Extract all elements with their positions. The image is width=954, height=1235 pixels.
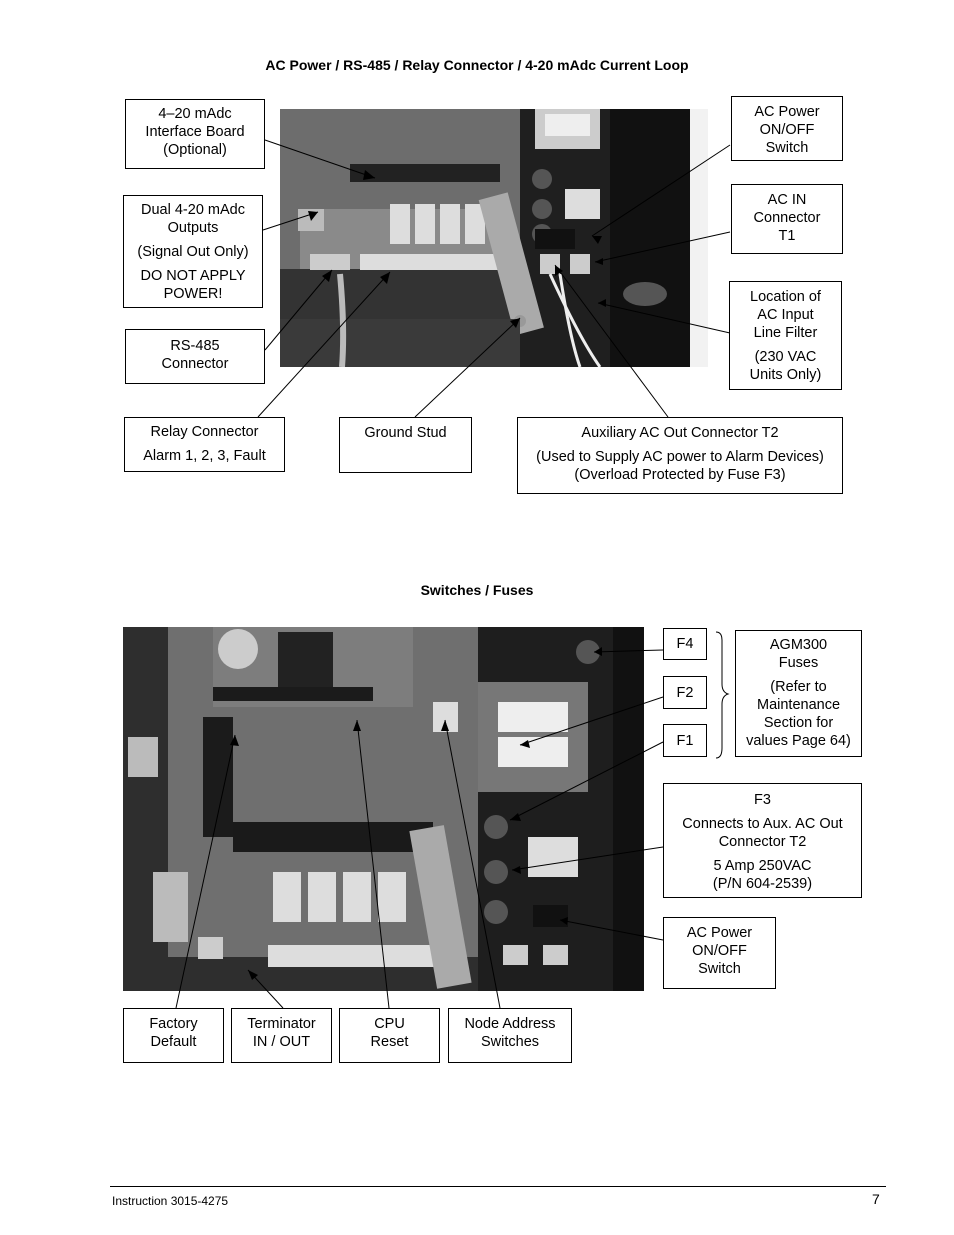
interface-board-label: 4–20 mAdc Interface Board (Optional) xyxy=(125,99,265,169)
label-line: 4–20 mAdc xyxy=(158,106,232,122)
label-line: Maintenance xyxy=(756,697,841,713)
label-line: (Refer to xyxy=(770,679,827,695)
label-line: Connects to Aux. AC Out xyxy=(682,816,843,832)
label-line: AC Power xyxy=(754,104,820,120)
ac-power-switch-label-2: AC Power ON/OFF Switch xyxy=(663,917,776,989)
label-line: ON/OFF xyxy=(759,122,815,138)
agm-fuses-label: AGM300 Fuses (Refer to Maintenance Secti… xyxy=(735,630,862,757)
f1-label: F1 xyxy=(663,724,707,757)
ac-in-connector-label: AC IN Connector T1 xyxy=(731,184,843,254)
label-line: Terminator xyxy=(247,1016,316,1032)
label-line: Switch xyxy=(765,140,809,156)
label-line: 5 Amp 250VAC xyxy=(713,858,812,874)
label-line: IN / OUT xyxy=(252,1034,311,1050)
label-line: Connector T2 xyxy=(718,834,807,850)
label-line: RS-485 xyxy=(170,338,220,354)
cpu-reset-label: CPU Reset xyxy=(339,1008,440,1063)
label-line: F2 xyxy=(676,685,694,701)
label-line: CPU xyxy=(374,1016,405,1032)
dual-outputs-label: Dual 4-20 mAdc Outputs (Signal Out Only)… xyxy=(123,195,263,308)
label-line: Reset xyxy=(370,1034,409,1050)
ground-stud-label: Ground Stud xyxy=(339,417,472,473)
circuit-board-photo-2 xyxy=(123,627,644,991)
section1-title: AC Power / RS-485 / Relay Connector / 4-… xyxy=(265,57,689,73)
label-line: Switch xyxy=(698,961,741,977)
node-address-label: Node Address Switches xyxy=(448,1008,572,1063)
label-line: Section for xyxy=(763,715,834,731)
label-line: Default xyxy=(150,1034,197,1050)
ac-power-switch-label-1: AC Power ON/OFF Switch xyxy=(731,96,843,161)
label-line: Node Address xyxy=(464,1016,556,1032)
f4-label: F4 xyxy=(663,628,707,660)
rs485-label: RS-485 Connector xyxy=(125,329,265,384)
terminator-label: Terminator IN / OUT xyxy=(231,1008,332,1063)
relay-connector-label: Relay Connector Alarm 1, 2, 3, Fault xyxy=(124,417,285,472)
label-line: Auxiliary AC Out Connector T2 xyxy=(581,425,779,441)
label-line: Relay Connector xyxy=(150,424,259,440)
label-line: F3 xyxy=(754,792,771,808)
label-line: Line Filter xyxy=(753,325,818,341)
line-filter-label: Location of AC Input Line Filter (230 VA… xyxy=(729,281,842,390)
label-line: Interface Board xyxy=(145,124,245,140)
label-line: Alarm 1, 2, 3, Fault xyxy=(143,448,266,464)
label-line: (Signal Out Only) xyxy=(137,244,249,260)
label-line: (P/N 604-2539) xyxy=(712,876,813,892)
label-line: (Optional) xyxy=(163,142,227,158)
label-line: Connector xyxy=(161,356,229,372)
label-line: Ground Stud xyxy=(364,425,447,441)
footer-instruction: Instruction 3015-4275 xyxy=(112,1194,229,1208)
label-line: Units Only) xyxy=(749,367,822,383)
section2-title: Switches / Fuses xyxy=(420,582,534,598)
circuit-board-photo-1 xyxy=(280,109,708,367)
label-line: Connector xyxy=(753,210,821,226)
label-line: (Overload Protected by Fuse F3) xyxy=(574,467,786,483)
label-line: AC Power xyxy=(686,925,753,941)
warning-line: POWER! xyxy=(163,286,223,302)
footer-divider xyxy=(110,1186,886,1187)
label-line: T1 xyxy=(778,228,796,244)
label-line: (230 VAC xyxy=(754,349,817,365)
warning-line: DO NOT APPLY xyxy=(140,268,246,284)
label-line: AC IN xyxy=(767,192,807,208)
factory-default-label: Factory Default xyxy=(123,1008,224,1063)
label-line: AGM300 xyxy=(769,637,828,653)
label-line: Fuses xyxy=(778,655,819,671)
page-number: 7 xyxy=(872,1191,880,1207)
f3-label: F3 Connects to Aux. AC Out Connector T2 … xyxy=(663,783,862,898)
label-line: F4 xyxy=(676,636,694,652)
label-line: F1 xyxy=(676,733,694,749)
label-line: Factory xyxy=(149,1016,198,1032)
label-line: (Used to Supply AC power to Alarm Device… xyxy=(536,449,824,465)
label-line: AC Input xyxy=(757,307,814,323)
label-line: Switches xyxy=(480,1034,540,1050)
f2-label: F2 xyxy=(663,676,707,709)
label-line: Dual 4-20 mAdc xyxy=(141,202,245,218)
label-line: Location of xyxy=(750,289,821,305)
label-line: values Page 64) xyxy=(746,733,851,749)
label-line: ON/OFF xyxy=(692,943,747,959)
label-line: Outputs xyxy=(167,220,219,236)
aux-ac-out-label: Auxiliary AC Out Connector T2 (Used to S… xyxy=(517,417,843,494)
